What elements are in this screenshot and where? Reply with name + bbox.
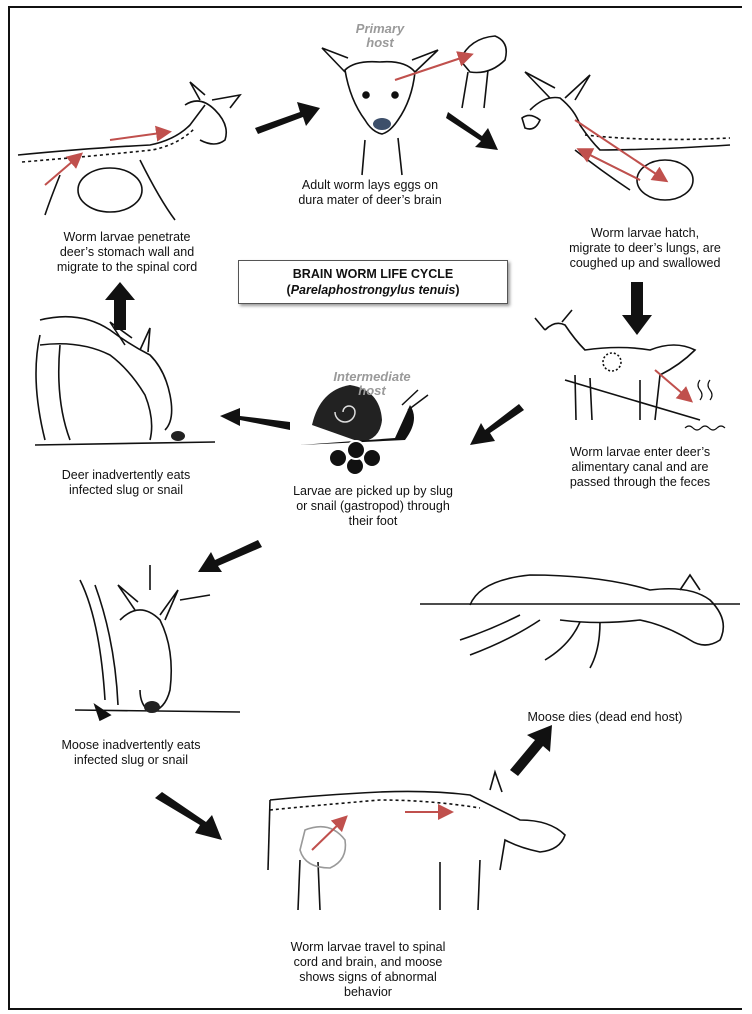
dead-moose-illustration: [420, 575, 740, 668]
moose-grazing-illustration: [75, 565, 240, 720]
cycle-arrow: [622, 282, 652, 335]
caption-line: infected slug or snail: [36, 483, 216, 498]
feces-icon: [685, 380, 725, 430]
caption-line: or snail (gastropod) through: [268, 499, 478, 514]
scientific-name: Parelaphostrongylus tenuis: [291, 283, 456, 297]
cycle-arrow: [155, 792, 222, 840]
caption-line: Worm larvae penetrate: [22, 230, 232, 245]
caption-line: migrate to deer’s lungs, are: [540, 241, 750, 256]
red-path-arrow: [110, 132, 168, 140]
caption-moose-dies: Moose dies (dead end host): [495, 710, 715, 725]
diagram-title: BRAIN WORM LIFE CYCLE: [239, 266, 507, 282]
moose-walking-illustration: [268, 772, 565, 910]
caption-line: migrate to the spinal cord: [22, 260, 232, 275]
red-path-arrow: [45, 155, 80, 185]
paren-close: ): [455, 283, 459, 297]
caption-line: Larvae are picked up by slug: [268, 484, 478, 499]
caption-line: their foot: [268, 514, 478, 529]
caption-line: infected slug or snail: [36, 753, 226, 768]
diagram-subtitle: (Parelaphostrongylus tenuis): [239, 282, 507, 298]
deer-grazing-illustration: [35, 317, 215, 445]
caption-line: Adult worm lays eggs on: [270, 178, 470, 193]
caption-line: Worm larvae travel to spinal: [258, 940, 478, 955]
caption-larvae-feces: Worm larvae enter deer’s alimentary cana…: [535, 445, 745, 490]
intermediate-host-line: host: [316, 384, 428, 398]
deer-nose-icon: [373, 118, 391, 130]
caption-gastropod: Larvae are picked up by slug or snail (g…: [268, 484, 478, 529]
intermediate-host-line: Intermediate: [316, 370, 428, 384]
fawn-illustration: [535, 310, 700, 420]
deer-spine-illustration: [18, 82, 240, 220]
cycle-arrow: [198, 540, 262, 572]
cycle-arrow: [470, 404, 524, 445]
primary-host-line: host: [340, 36, 420, 50]
caption-moose-travel: Worm larvae travel to spinal cord and br…: [258, 940, 478, 1000]
caption-line: deer’s stomach wall and: [22, 245, 232, 260]
caption-line: Moose dies (dead end host): [495, 710, 715, 725]
primary-host-line: Primary: [340, 22, 420, 36]
intermediate-host-label: Intermediate host: [316, 370, 428, 398]
small-snail-icon: [144, 701, 160, 713]
snail-illustration: [300, 385, 428, 475]
caption-line: coughed up and swallowed: [540, 256, 750, 271]
cycle-arrow: [510, 725, 552, 776]
diagram-title-box: BRAIN WORM LIFE CYCLE (Parelaphostrongyl…: [238, 260, 508, 304]
caption-moose-eats: Moose inadvertently eats infected slug o…: [36, 738, 226, 768]
caption-line: alimentary canal and are: [535, 460, 745, 475]
caption-line: Worm larvae enter deer’s: [535, 445, 745, 460]
caption-line: passed through the feces: [535, 475, 745, 490]
cycle-arrow: [446, 112, 498, 150]
caption-line: Moose inadvertently eats: [36, 738, 226, 753]
cycle-arrow: [105, 282, 135, 330]
caption-line: behavior: [258, 985, 478, 1000]
caption-line: dura mater of deer’s brain: [270, 193, 470, 208]
red-path-arrow: [395, 55, 470, 80]
cycle-arrow: [255, 102, 320, 134]
caption-adult-worm: Adult worm lays eggs on dura mater of de…: [270, 178, 470, 208]
cycle-arrow: [220, 408, 290, 430]
caption-line: cord and brain, and moose: [258, 955, 478, 970]
deer-head-illustration: [322, 36, 506, 175]
caption-line: Worm larvae hatch,: [540, 226, 750, 241]
caption-larvae-penetrate: Worm larvae penetrate deer’s stomach wal…: [22, 230, 232, 275]
caption-line: shows signs of abnormal: [258, 970, 478, 985]
primary-host-label: Primary host: [340, 22, 420, 50]
red-path-arrow: [655, 370, 690, 400]
caption-larvae-hatch: Worm larvae hatch, migrate to deer’s lun…: [540, 226, 750, 271]
caption-line: Deer inadvertently eats: [36, 468, 216, 483]
small-snail-icon: [171, 431, 185, 441]
deer-lungs-illustration: [522, 72, 730, 200]
caption-deer-eats: Deer inadvertently eats infected slug or…: [36, 468, 216, 498]
